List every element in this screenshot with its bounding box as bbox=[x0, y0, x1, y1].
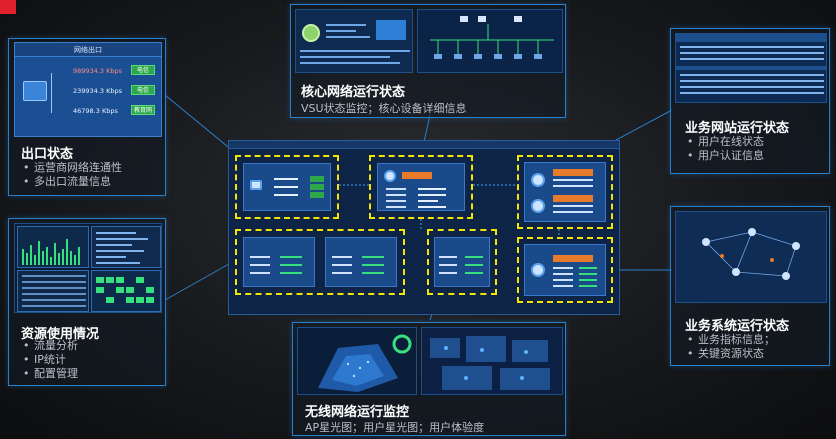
dash-system-box bbox=[517, 237, 613, 303]
dash-resource-metrics-2 bbox=[332, 256, 384, 274]
exit-tag-1: 电信 bbox=[131, 65, 155, 75]
dash-core-inner bbox=[377, 163, 465, 211]
exit-status-callout: 网络出口 989934.3 Kbps 239934.3 Kbps 46798.3… bbox=[8, 38, 166, 196]
vsu-status-list bbox=[300, 20, 410, 64]
dash-site-tag-2 bbox=[553, 195, 593, 202]
dash-core-metrics bbox=[386, 188, 446, 208]
dash-resource-box bbox=[235, 229, 405, 295]
ap-starmap-thumb bbox=[297, 327, 417, 395]
usage-grid-panel bbox=[91, 270, 161, 312]
dash-resource-inner-1 bbox=[243, 237, 315, 287]
website-bullet-2: 用户认证信息 bbox=[687, 149, 764, 163]
dash-site-tag-1 bbox=[553, 169, 593, 176]
dash-core-tag bbox=[402, 172, 432, 179]
user-starmap bbox=[430, 336, 550, 390]
core-network-callout: 核心网络运行状态 VSU状态监控；核心设备详细信息 bbox=[290, 4, 566, 118]
dash-resource-metrics-1 bbox=[250, 256, 302, 274]
dash-site-icon-2 bbox=[531, 199, 545, 213]
ip-stats-list bbox=[96, 232, 148, 264]
config-table bbox=[22, 275, 86, 307]
dash-wireless-inner bbox=[434, 237, 490, 287]
dashboard-titlebar bbox=[229, 141, 619, 149]
website-bullet-1: 用户在线状态 bbox=[687, 135, 764, 149]
router-icon bbox=[23, 81, 47, 101]
resource-usage-thumbnail bbox=[14, 223, 162, 313]
core-topology bbox=[430, 16, 554, 59]
resource-bullet-3: 配置管理 bbox=[23, 367, 78, 381]
traffic-chart-panel bbox=[17, 226, 89, 268]
central-dashboard bbox=[228, 140, 620, 315]
dash-website-inner bbox=[524, 162, 606, 222]
core-network-subtitle: VSU状态监控；核心设备详细信息 bbox=[301, 102, 467, 115]
exit-status-thumbnail: 网络出口 989934.3 Kbps 239934.3 Kbps 46798.3… bbox=[14, 42, 162, 137]
resource-usage-callout: 资源使用情况 流量分析 IP统计 配置管理 bbox=[8, 218, 166, 386]
system-status-bullets: 业务指标信息； 关键资源状态 bbox=[687, 333, 775, 361]
usage-grid bbox=[96, 277, 154, 303]
ap-starmap bbox=[318, 334, 412, 392]
dash-website-box bbox=[517, 155, 613, 229]
system-status-thumb bbox=[675, 211, 827, 303]
dash-resource-inner-2 bbox=[325, 237, 397, 287]
wireless-monitor-subtitle: AP星光图；用户星光图；用户体验度 bbox=[305, 421, 485, 434]
brand-corner-mark bbox=[0, 0, 16, 14]
core-network-title: 核心网络运行状态 bbox=[301, 85, 406, 100]
dash-system-tag bbox=[553, 255, 593, 262]
dash-system-metrics bbox=[553, 267, 597, 287]
exit-tag-3: 教育网 bbox=[131, 105, 155, 115]
exit-thumb-title: 网络出口 bbox=[74, 46, 102, 54]
dash-site-metrics bbox=[553, 179, 593, 213]
website-status-title: 业务网站运行状态 bbox=[685, 121, 790, 136]
dash-core-switch-icon bbox=[384, 170, 396, 182]
system-status-callout: 业务系统运行状态 业务指标信息； 关键资源状态 bbox=[670, 206, 830, 366]
exit-thumb-links bbox=[51, 73, 87, 113]
website-status-callout: 业务网站运行状态 用户在线状态 用户认证信息 bbox=[670, 28, 830, 174]
system-topology bbox=[702, 228, 800, 280]
exit-status-title: 出口状态 bbox=[21, 147, 74, 162]
dash-system-icon bbox=[531, 263, 545, 277]
resource-bullet-1: 流量分析 bbox=[23, 339, 78, 353]
device-status-icon bbox=[302, 24, 320, 42]
exit-status-bullets: 运营商网络连通性 多出口流量信息 bbox=[23, 161, 122, 189]
system-bullet-2: 关键资源状态 bbox=[687, 347, 775, 361]
dash-exit-box bbox=[235, 155, 339, 219]
website-status-thumb bbox=[675, 33, 827, 103]
resource-usage-bullets: 流量分析 IP统计 配置管理 bbox=[23, 339, 78, 381]
dash-wireless-metrics bbox=[439, 256, 483, 274]
dash-router-icon bbox=[250, 180, 262, 190]
dash-core-box bbox=[369, 155, 473, 219]
website-user-table bbox=[676, 34, 826, 94]
exit-rate-1: 989934.3 Kbps bbox=[73, 67, 122, 75]
exit-thumb-header: 网络出口 bbox=[15, 43, 161, 57]
core-network-thumb-left bbox=[295, 9, 413, 73]
exit-bullet-2: 多出口流量信息 bbox=[23, 175, 122, 189]
dash-system-inner bbox=[524, 244, 606, 296]
exit-bullet-1: 运营商网络连通性 bbox=[23, 161, 122, 175]
exit-rate-2: 239934.3 Kbps bbox=[73, 87, 122, 95]
system-status-title: 业务系统运行状态 bbox=[685, 319, 790, 334]
dash-exit-inner bbox=[243, 163, 331, 211]
resource-bullet-2: IP统计 bbox=[23, 353, 78, 367]
core-network-thumb-right bbox=[417, 9, 563, 73]
traffic-chart bbox=[22, 239, 80, 265]
wireless-monitor-callout: 无线网络运行监控 AP星光图；用户星光图；用户体验度 bbox=[292, 322, 566, 436]
dash-wireless-box bbox=[427, 229, 497, 295]
system-bullet-1: 业务指标信息； bbox=[687, 333, 775, 347]
config-table-panel bbox=[17, 270, 89, 312]
dash-exit-links bbox=[274, 176, 324, 198]
website-status-bullets: 用户在线状态 用户认证信息 bbox=[687, 135, 764, 163]
user-starmap-thumb bbox=[421, 327, 563, 395]
ip-stats-panel bbox=[91, 226, 161, 268]
exit-rate-3: 46798.3 Kbps bbox=[73, 107, 118, 115]
exit-tag-2: 电信 bbox=[131, 85, 155, 95]
wireless-monitor-title: 无线网络运行监控 bbox=[305, 405, 410, 420]
dash-site-icon-1 bbox=[531, 173, 545, 187]
